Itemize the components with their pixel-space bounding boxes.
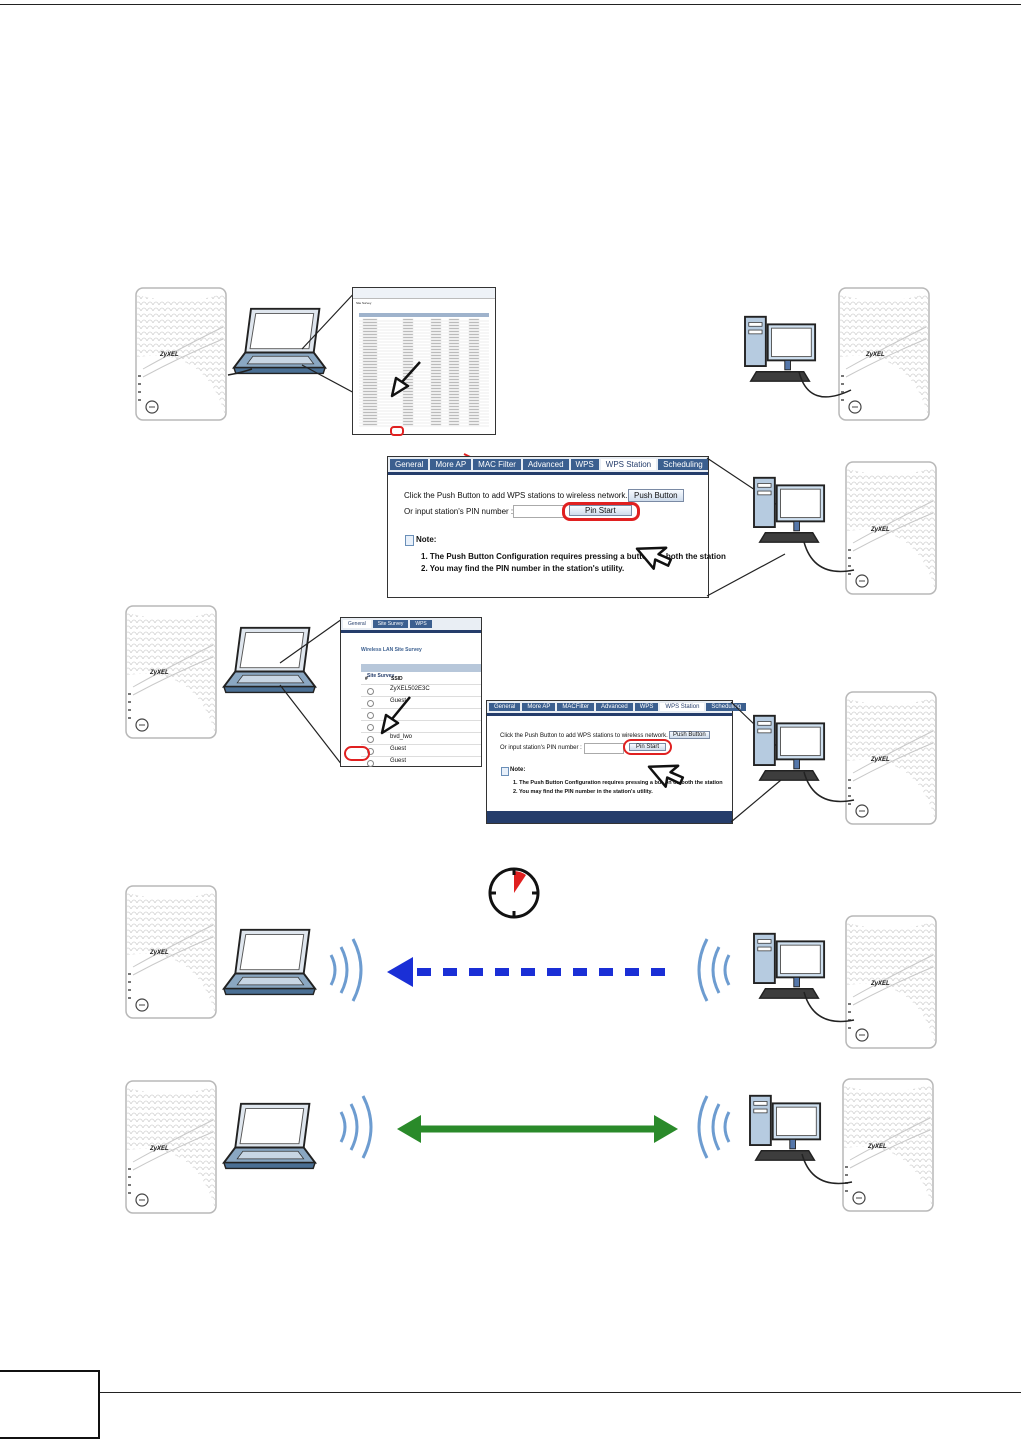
table-row[interactable] — [361, 720, 481, 732]
green-double-arrow — [397, 1115, 678, 1143]
column-ssid: SSID — [391, 676, 403, 682]
cable-line — [803, 541, 855, 573]
table-row[interactable]: bvd_lwo — [361, 732, 481, 744]
laptop-icon — [222, 1100, 317, 1176]
tab-wps-station[interactable]: WPS Station — [660, 703, 705, 711]
device-brand-label: ZyXEL — [871, 757, 890, 763]
table-row[interactable] — [361, 708, 481, 720]
pin-input[interactable] — [513, 505, 565, 518]
column-number: # — [365, 676, 368, 682]
cursor-arrow-icon — [635, 546, 673, 570]
tab-general[interactable]: General — [343, 620, 371, 628]
device-brand-label: ZyXEL — [160, 352, 179, 358]
tab-general[interactable]: General — [390, 459, 429, 470]
tab-more-ap[interactable]: More AP — [430, 459, 472, 470]
wireless-signal-icon — [335, 1092, 385, 1162]
footer-rule — [100, 1392, 1021, 1393]
laptop-site-survey-screenshot: General Site Survey WPS Wireless LAN Sit… — [340, 617, 482, 767]
device-brand-label: ZyXEL — [150, 950, 169, 956]
site-survey-title: Wireless LAN Site Survey — [361, 647, 422, 653]
table-row[interactable]: ZyXEL502E3C — [361, 684, 481, 696]
table-title: Site Survey — [356, 301, 372, 305]
tab-advanced[interactable]: Advanced — [596, 703, 633, 711]
tab-site-survey[interactable]: Site Survey — [372, 620, 409, 628]
pin-start-button[interactable]: Pin Start — [569, 505, 632, 516]
cable-line — [798, 371, 852, 398]
device-brand-label: ZyXEL — [866, 352, 885, 358]
desktop-pc-icon — [752, 474, 828, 546]
push-button[interactable]: Push Button — [628, 489, 684, 502]
tab-mac-filter[interactable]: MACFilter — [557, 703, 595, 711]
blue-dashed-arrow — [387, 957, 671, 987]
tab-scheduling[interactable]: Scheduling — [706, 703, 747, 711]
pin-instruction: Or input station's PIN number : — [404, 507, 514, 516]
site-survey-section: Site Survey — [367, 673, 395, 679]
note-icon — [501, 767, 509, 776]
pin-input[interactable] — [584, 743, 624, 754]
table-row[interactable]: Guest — [361, 744, 481, 756]
left-access-point-device — [125, 605, 217, 739]
wps-tab-bar: General More AP MAC Filter Advanced WPS … — [388, 457, 708, 475]
push-button-instruction: Click the Push Button to add WPS station… — [500, 733, 668, 739]
screen-footer-bar — [487, 811, 732, 823]
cursor-arrow-icon — [647, 764, 685, 788]
site-survey-table — [359, 313, 489, 436]
site-survey-header: Site Survey — [361, 664, 481, 679]
table-row[interactable]: Guest — [361, 696, 481, 708]
timer-icon — [488, 867, 540, 919]
cable-line — [803, 991, 855, 1023]
table-row[interactable]: Guest — [361, 756, 481, 768]
zoom-callout-lines — [301, 288, 359, 396]
wireless-signal-icon — [685, 935, 735, 1005]
note-title: Note: — [510, 767, 526, 773]
tab-general[interactable]: General — [489, 703, 521, 711]
wps-button-highlight — [344, 746, 370, 761]
note-icon — [405, 535, 414, 546]
pin-start-highlight — [623, 739, 672, 755]
laptop-site-survey-screenshot: Site Survey — [352, 287, 496, 436]
zoom-callout-lines — [279, 618, 343, 766]
laptop-icon — [222, 926, 317, 1002]
left-access-point-device — [125, 1080, 217, 1214]
pin-start-highlight — [562, 502, 640, 521]
device-brand-label: ZyXEL — [871, 527, 890, 533]
note-line-2: 2. You may find the PIN number in the st… — [421, 564, 625, 573]
page-number-box — [0, 1370, 100, 1439]
cursor-arrow-icon — [390, 361, 421, 398]
wireless-signal-icon — [325, 935, 375, 1005]
note-line-2: 2. You may find the PIN number in the st… — [513, 789, 653, 795]
cable-line — [801, 1153, 853, 1185]
note-title: Note: — [416, 535, 437, 544]
device-brand-label: ZyXEL — [150, 670, 169, 676]
tab-wps[interactable]: WPS — [634, 703, 659, 711]
tab-wps[interactable]: WPS — [410, 620, 432, 628]
cable-line — [803, 771, 855, 803]
site-survey-tab-bar: General Site Survey WPS — [341, 618, 481, 633]
tab-mac-filter[interactable]: MAC Filter — [473, 459, 521, 470]
note-line-1: 1. The Push Button Configuration require… — [421, 552, 726, 561]
tab-wps[interactable]: WPS — [570, 459, 599, 470]
tab-advanced[interactable]: Advanced — [522, 459, 569, 470]
device-brand-label: ZyXEL — [871, 981, 890, 987]
cable-line — [227, 368, 253, 376]
push-button[interactable]: Push Button — [669, 731, 710, 739]
pin-instruction: Or input station's PIN number : — [500, 745, 582, 751]
push-button-instruction: Click the Push Button to add WPS station… — [404, 491, 628, 500]
device-brand-label: ZyXEL — [150, 1146, 169, 1152]
ap-wps-station-screenshot-small: General More AP MACFilter Advanced WPS W… — [486, 700, 747, 824]
ap-wps-station-screenshot-large: General More AP MAC Filter Advanced WPS … — [387, 456, 726, 598]
left-access-point-device — [135, 287, 227, 421]
tab-more-ap[interactable]: More AP — [522, 703, 556, 711]
pin-start-button[interactable]: Pin Start — [629, 743, 667, 751]
note-line-1: 1. The Push Button Configuration require… — [513, 780, 723, 786]
tab-wps-station[interactable]: WPS Station — [600, 459, 657, 470]
left-access-point-device — [125, 885, 217, 1019]
wps-tab-bar: General More AP MACFilter Advanced WPS W… — [487, 701, 747, 716]
header-rule — [0, 4, 1021, 5]
cursor-arrow-icon — [380, 696, 411, 735]
device-brand-label: ZyXEL — [868, 1144, 887, 1150]
wireless-signal-icon — [685, 1092, 735, 1162]
tab-scheduling[interactable]: Scheduling — [658, 459, 708, 470]
